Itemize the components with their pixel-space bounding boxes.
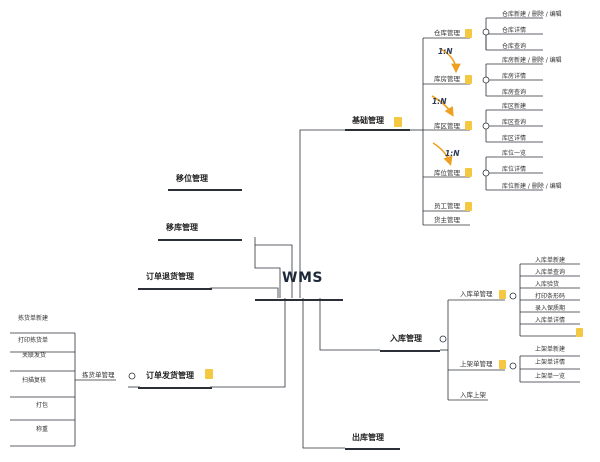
leaf-item: 仓库查询	[502, 43, 527, 50]
collapse-toggles	[128, 28, 517, 380]
group-put: 入库上架	[460, 391, 486, 399]
leaf-item: 录入保质期	[535, 305, 566, 312]
branch-return: 订单退货管理	[146, 272, 194, 281]
leaf-item: 库房详情	[502, 73, 527, 80]
leaf-item: 库位新建 / 删除 / 编辑	[502, 183, 562, 190]
leaf-item: 打印拣货单	[18, 337, 49, 344]
connector-lines	[10, 17, 580, 449]
group-staff: 员工管理	[434, 202, 460, 210]
leaf-item: 入库验货	[535, 281, 560, 288]
relation-arrows	[431, 48, 461, 167]
leaf-item: 扫描复核	[22, 377, 47, 384]
leaf-item: 拣货单新建	[18, 315, 49, 322]
ratio-label: 1:N	[445, 149, 460, 158]
leaf-item: 入库单新建	[535, 257, 566, 264]
leaf-item: 入库单查询	[535, 269, 566, 276]
leaf-item: 打包	[36, 402, 49, 409]
leaf-item: 入库单详情	[535, 317, 566, 324]
group-location: 库位管理	[434, 169, 460, 177]
group-room: 库房管理	[434, 75, 460, 83]
ratio-label: 1:N	[432, 97, 447, 106]
leaf-item: 库区新建	[502, 103, 527, 110]
group-shelf: 上架单管理	[460, 360, 493, 368]
group-receipt: 入库单管理	[460, 290, 493, 298]
branch-outbound: 出库管理	[352, 433, 384, 442]
leaf-item: 上架单详情	[535, 359, 566, 366]
group-owner: 货主管理	[434, 216, 460, 224]
leaf-item: 打印条形码	[535, 293, 566, 300]
leaf-item: 称重	[36, 426, 49, 433]
leaf-item: 仓库详情	[502, 27, 527, 34]
group-zone: 库区管理	[434, 122, 460, 130]
ratio-label: 1:N	[438, 47, 453, 56]
leaf-item: 库区详情	[502, 135, 527, 142]
group-picking: 拣货单管理	[82, 371, 115, 379]
branch-ship: 订单发货管理	[146, 371, 194, 380]
note-icons	[205, 29, 583, 379]
leaf-item: 库房新建 / 删除 / 编辑	[502, 57, 562, 64]
leaf-item: 库位详情	[502, 166, 527, 173]
branch-inbound: 入库管理	[390, 334, 422, 343]
leaf-item: 库房查询	[502, 89, 527, 96]
branch-move: 移位管理	[176, 174, 208, 183]
leaf-item: 上架单一览	[535, 373, 566, 380]
branch-transfer: 移库管理	[166, 223, 198, 232]
leaf-item: 库位一览	[502, 150, 527, 157]
leaf-item: 上架单新建	[535, 346, 566, 353]
group-warehouse: 仓库管理	[434, 29, 460, 37]
leaf-item: 库区查询	[502, 119, 527, 126]
branch-underlines	[138, 129, 440, 450]
root-node: WMS	[282, 270, 323, 286]
leaf-item: 关联发货	[22, 352, 47, 359]
leaf-item: 仓库新建 / 删除 / 编辑	[502, 11, 562, 18]
branch-base: 基础管理	[352, 116, 384, 125]
